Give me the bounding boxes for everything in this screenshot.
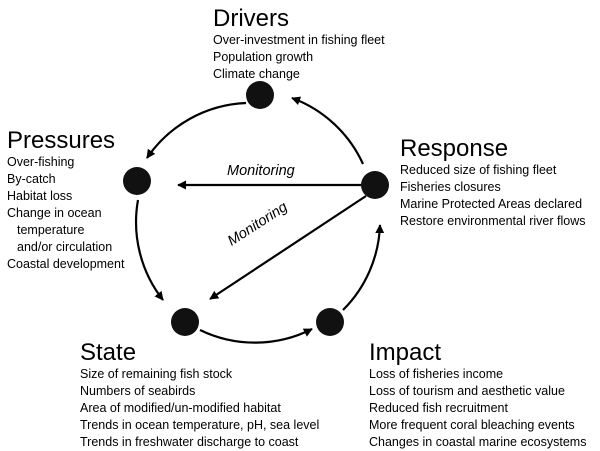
response-item: Reduced size of fishing fleet [400, 163, 557, 177]
arrow-monitoring-to-state [209, 195, 367, 300]
impact-title: Impact [369, 339, 442, 366]
drivers-list: Over-investment in fishing fleet Populat… [213, 32, 385, 83]
impact-block: Impact Loss of fisheries income Loss of … [369, 340, 586, 451]
state-block: State Size of remaining fish stock Numbe… [80, 340, 319, 451]
state-item: Size of remaining fish stock [80, 367, 233, 381]
pressures-list: Over-fishing By-catch Habitat loss Chang… [7, 154, 124, 273]
drivers-item: Climate change [213, 67, 300, 81]
node-drivers [246, 81, 274, 109]
response-block: Response Reduced size of fishing fleet F… [400, 136, 586, 230]
pressures-item: Coastal development [7, 257, 125, 271]
response-list: Reduced size of fishing fleet Fisheries … [400, 162, 586, 230]
pressures-item: Over-fishing [7, 155, 75, 169]
monitoring-label-upper: Monitoring [227, 163, 295, 179]
arrow-state-to-impact [199, 328, 313, 344]
impact-item: Loss of fisheries income [369, 367, 504, 381]
arrow-drivers-to-pressures [146, 101, 247, 159]
arrow-pressures-to-state [135, 199, 164, 301]
state-item: Trends in freshwater discharge to coast [80, 435, 299, 449]
impact-item: Changes in coastal marine ecosystems [369, 435, 587, 449]
impact-item: More frequent coral bleaching events [369, 418, 575, 432]
node-state [171, 308, 199, 336]
node-pressures [123, 167, 151, 195]
pressures-item-continuation: and/or circulation [7, 239, 124, 256]
impact-item: Loss of tourism and aesthetic value [369, 384, 565, 398]
response-title: Response [400, 135, 509, 162]
pressures-item-continuation: temperature [7, 222, 124, 239]
response-item: Marine Protected Areas declared [400, 197, 583, 211]
pressures-item-text: and/or circulation [17, 240, 113, 254]
drivers-item: Over-investment in fishing fleet [213, 33, 385, 47]
pressures-item-text: temperature [17, 223, 85, 237]
node-response [361, 171, 389, 199]
drivers-item: Population growth [213, 50, 314, 64]
pressures-block: Pressures Over-fishing By-catch Habitat … [7, 128, 124, 273]
state-item: Numbers of seabirds [80, 384, 196, 398]
drivers-block: Drivers Over-investment in fishing fleet… [213, 6, 385, 83]
impact-list: Loss of fisheries income Loss of tourism… [369, 366, 586, 451]
pressures-item: Change in ocean [7, 206, 102, 220]
state-list: Size of remaining fish stock Numbers of … [80, 366, 319, 451]
pressures-item: Habitat loss [7, 189, 73, 203]
pressures-item: By-catch [7, 172, 56, 186]
state-title: State [80, 339, 137, 366]
arrow-response-to-drivers [291, 96, 365, 165]
response-item: Fisheries closures [400, 180, 501, 194]
response-item: Restore environmental river flows [400, 214, 586, 228]
state-item: Trends in ocean temperature, pH, sea lev… [80, 418, 320, 432]
state-item: Area of modified/un-modified habitat [80, 401, 281, 415]
arrow-impact-to-response [342, 224, 385, 311]
node-impact [316, 308, 344, 336]
drivers-title: Drivers [213, 5, 289, 32]
pressures-title: Pressures [7, 127, 116, 154]
impact-item: Reduced fish recruitment [369, 401, 508, 415]
